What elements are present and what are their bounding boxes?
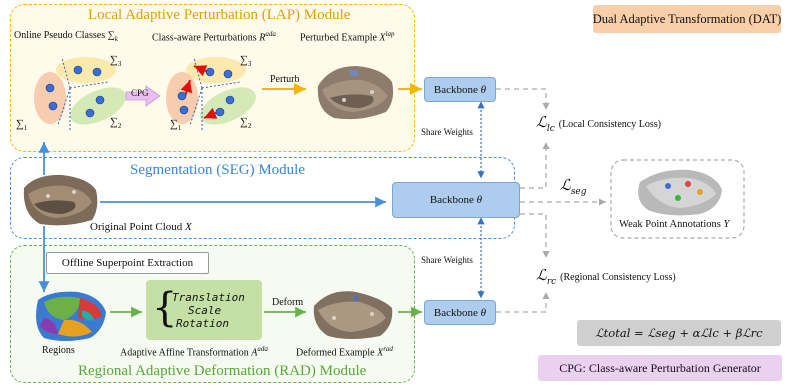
lap-title: Local Adaptive Perturbation (LAP) Module	[88, 7, 351, 23]
perturbed-clusters	[166, 57, 256, 130]
original-point-cloud	[23, 174, 98, 226]
perturbations-label: Class-aware Perturbations Rada	[152, 30, 276, 44]
cpg-label: CPG	[131, 88, 149, 98]
backbone-bottom: Backbone θ	[424, 300, 496, 325]
loss-seg: ℒseg	[560, 176, 587, 198]
loss-lc-desc: (Local Consistency Loss)	[558, 119, 661, 130]
cluster-sigma1-left: ∑1	[16, 118, 28, 133]
affine-translation: Translation	[172, 290, 245, 304]
share-weights-top-label: Share Weights	[421, 127, 473, 137]
pseudo-class-clusters	[34, 57, 126, 130]
superpoint-box: Offline Superpoint Extraction	[46, 252, 209, 274]
affine-brace: {	[152, 285, 178, 331]
deformed-point-cloud	[313, 291, 393, 339]
total-loss-box: ℒtotal = ℒseg + αℒlc + βℒrc	[577, 320, 781, 346]
lc-connector-seg	[520, 142, 550, 189]
adaptive-affine-label: Adaptive Affine Transformation Aada	[120, 345, 268, 359]
dat-title: Dual Adaptive Transformation (DAT)	[592, 11, 782, 26]
deform-label: Deform	[272, 297, 304, 308]
perturbed-point-cloud	[317, 66, 394, 120]
cpg-legend: CPG: Class-aware Perturbation Generator	[559, 360, 761, 375]
affine-rotation: Rotation	[176, 316, 229, 330]
regions-point-cloud	[36, 291, 106, 341]
regions-label: Regions	[42, 345, 75, 356]
original-point-cloud-label: Original Point Cloud X	[90, 221, 192, 233]
pseudo-classes-label: Online Pseudo Classes ∑k	[14, 30, 118, 43]
cluster-sigma1-right: ∑1	[170, 118, 182, 133]
cluster-sigma3-left: ∑3	[110, 54, 122, 69]
cpg-arrow	[125, 85, 161, 107]
rc-connector-bottom	[496, 292, 550, 313]
weak-annotations-cloud	[638, 169, 722, 216]
superpoint-label: Offline Superpoint Extraction	[61, 257, 194, 269]
perturbed-example-label: Perturbed Example Xlap	[300, 30, 395, 44]
cpg-legend-box: CPG: Class-aware Perturbation Generator	[538, 355, 782, 381]
loss-rc-desc: (Regional Consistency Loss)	[560, 272, 676, 283]
share-weights-bottom-label: Share Weights	[421, 255, 473, 265]
backbone-top: Backbone θ	[424, 77, 496, 102]
backbone-seg: Backbone θ	[392, 182, 520, 218]
affine-scale: Scale	[188, 303, 222, 317]
total-loss-formula: ℒtotal = ℒseg + αℒlc + βℒrc	[595, 326, 763, 340]
rc-connector-seg	[520, 213, 550, 258]
affine-box: { Translation Scale Rotation	[146, 280, 262, 340]
loss-lc: ℒlc (Local Consistency Loss)	[536, 113, 661, 135]
weak-annotations-label: Weak Point Annotations Y	[619, 219, 730, 230]
cluster-sigma2-left: ∑2	[110, 116, 122, 131]
cluster-sigma3-right: ∑3	[240, 54, 252, 69]
seg-title: Segmentation (SEG) Module	[130, 162, 305, 178]
dat-title-box: Dual Adaptive Transformation (DAT)	[593, 5, 781, 33]
lc-connector-top	[496, 88, 550, 110]
deformed-example-label: Deformed Example Xrad	[296, 345, 393, 359]
perturb-label: Perturb	[270, 74, 300, 85]
loss-rc: ℒrc (Regional Consistency Loss)	[536, 266, 676, 288]
cluster-sigma2-right: ∑2	[240, 116, 252, 131]
rad-title: Regional Adaptive Deformation (RAD) Modu…	[78, 363, 367, 379]
